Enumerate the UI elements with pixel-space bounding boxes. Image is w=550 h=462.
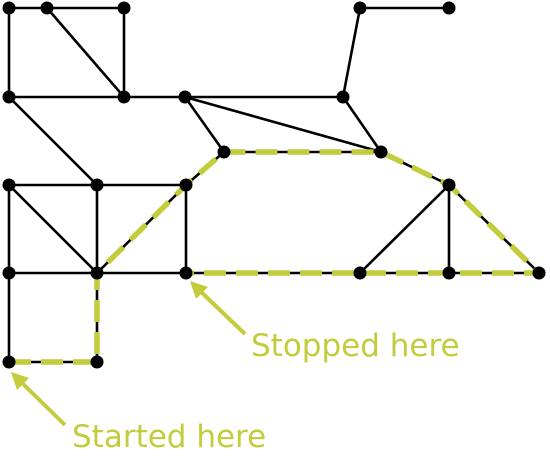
node-n20 <box>532 266 546 280</box>
node-n12 <box>2 178 16 192</box>
stop-arrow-head <box>190 281 208 299</box>
node-n6 <box>2 90 16 104</box>
node-n24 <box>90 355 104 369</box>
edge-n6-n13 <box>7 95 99 187</box>
edge-n8-n11 <box>183 95 383 154</box>
edge-n9-n11 <box>341 95 383 154</box>
start-arrow-head <box>11 372 29 390</box>
node-n5 <box>442 1 456 15</box>
edges-layer <box>7 6 541 364</box>
edge-n4-n9 <box>341 6 362 99</box>
highlighted-path <box>9 149 546 365</box>
node-n18 <box>90 266 104 280</box>
stop-annotation: Stopped here <box>190 281 460 364</box>
node-n23 <box>2 355 16 369</box>
node-n13 <box>90 178 104 192</box>
start-label: Started here <box>72 419 266 455</box>
stop-label: Stopped here <box>251 328 460 364</box>
node-n10 <box>217 145 231 159</box>
node-n9 <box>336 90 350 104</box>
node-n2 <box>40 1 54 15</box>
node-n8 <box>178 90 192 104</box>
node-n19 <box>179 266 193 280</box>
edge-n2-n7 <box>45 6 126 99</box>
node-n14 <box>179 178 193 192</box>
node-n4 <box>353 1 367 15</box>
nodes-layer <box>2 1 546 369</box>
start-arrow-line <box>17 378 67 427</box>
highlighted-path-line <box>9 149 546 365</box>
stop-arrow-line <box>196 287 247 336</box>
start-annotation: Started here <box>11 372 266 455</box>
node-n22 <box>353 266 367 280</box>
node-n3 <box>117 1 131 15</box>
node-n7 <box>117 90 131 104</box>
node-n1 <box>2 1 16 15</box>
edge-n12-n18 <box>7 183 99 275</box>
node-n11 <box>374 145 388 159</box>
edge-n15-n22 <box>358 183 451 275</box>
node-n21 <box>442 266 456 280</box>
edge-n8-n10 <box>183 95 226 154</box>
node-n15 <box>442 178 456 192</box>
node-n16 <box>2 266 16 280</box>
